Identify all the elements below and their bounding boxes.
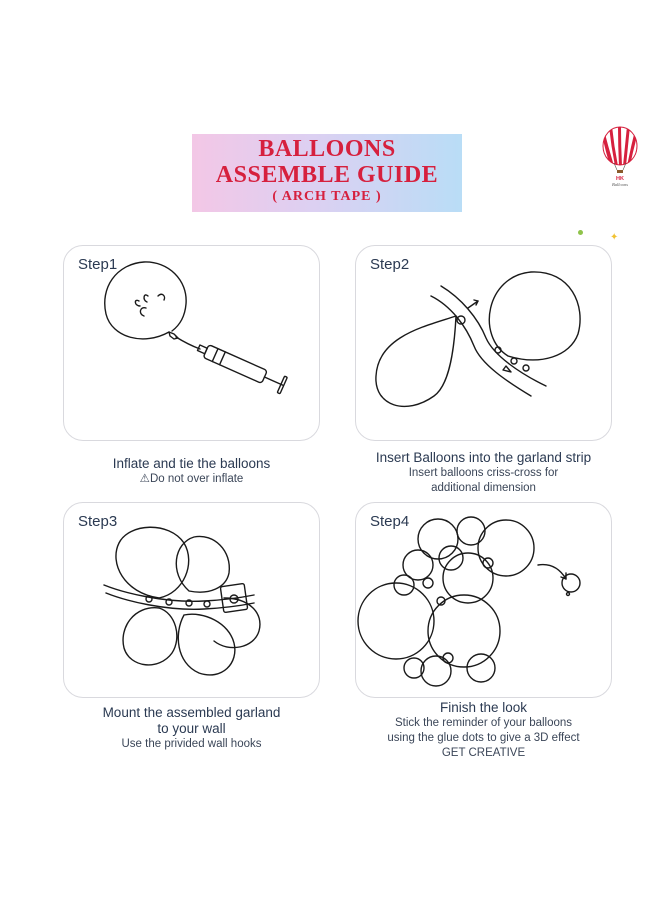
- step4-card: Step4: [355, 502, 612, 698]
- step2-card: Step2: [355, 245, 612, 441]
- step1-caption: Inflate and tie the balloons ⚠Do not ove…: [63, 456, 320, 487]
- logo-script: Balloons: [612, 182, 628, 187]
- step1-label: Step1: [78, 256, 118, 273]
- step1-note: ⚠Do not over inflate: [139, 473, 244, 485]
- title-banner: BALLOONS ASSEMBLE GUIDE ( ARCH TAPE ): [192, 134, 462, 212]
- step3-title-1: Mount the assembled garland: [102, 705, 281, 720]
- title-line-3: ( ARCH TAPE ): [272, 189, 382, 204]
- step1-card: Step1: [63, 245, 320, 441]
- step3-note: Use the privided wall hooks: [121, 738, 262, 750]
- step4-caption: Finish the look Stick the reminder of yo…: [355, 700, 612, 761]
- star-icon: ✦: [610, 232, 619, 243]
- step2-note-2: additional dimension: [431, 482, 536, 494]
- step4-label: Step4: [370, 513, 410, 530]
- balloon-pump-illustration: [104, 261, 288, 395]
- step4-title: Finish the look: [439, 700, 528, 715]
- step4-note-1: Stick the reminder of your balloons: [394, 717, 573, 729]
- step2-note-1: Insert balloons criss-cross for: [408, 467, 559, 479]
- title-line-2: ASSEMBLE GUIDE: [215, 162, 439, 188]
- step2-label: Step2: [370, 256, 410, 273]
- hot-air-balloon-icon: HK Balloons: [602, 126, 638, 187]
- step2-title: Insert Balloons into the garland strip: [375, 450, 592, 465]
- finished-arch-illustration: [357, 516, 581, 687]
- step2-caption: Insert Balloons into the garland strip I…: [355, 450, 612, 496]
- decorative-dot: [578, 230, 583, 235]
- step3-caption: Mount the assembled garland to your wall…: [63, 705, 320, 752]
- step1-title: Inflate and tie the balloons: [112, 456, 271, 471]
- title-line-1: BALLOONS: [258, 136, 396, 162]
- step4-note-2: using the glue dots to give a 3D effect: [387, 732, 580, 744]
- step4-note-3: GET CREATIVE: [441, 747, 526, 759]
- step3-label: Step3: [78, 513, 118, 530]
- step3-card: Step3: [63, 502, 320, 698]
- garland-strip-illustration: [375, 271, 581, 407]
- logo-text: HK: [616, 176, 624, 182]
- assembled-garland-illustration: [103, 526, 261, 676]
- brand-logo: HK Balloons: [600, 126, 640, 188]
- step3-title-2: to your wall: [157, 721, 226, 736]
